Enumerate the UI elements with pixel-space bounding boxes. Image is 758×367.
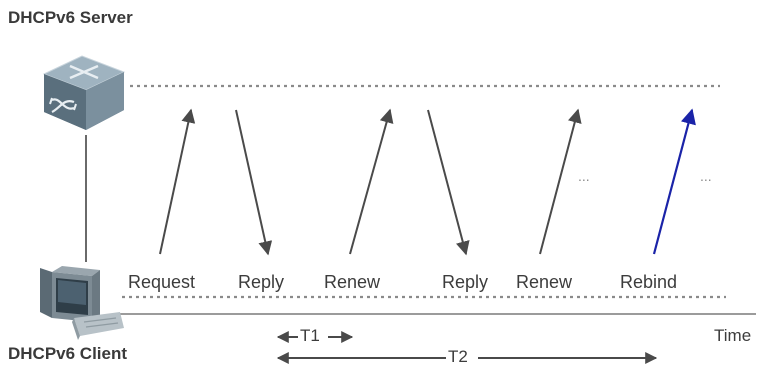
ellipsis-1: ... [578,168,590,184]
renew-arrow-2 [539,108,582,255]
time-label: Time [714,326,752,345]
ellipsis-2: ... [700,168,712,184]
message-label-rebind: Rebind [620,272,678,292]
message-label-reply-2: Reply [442,272,489,292]
interval-label-t2: T2 [448,347,468,366]
message-label-renew-1: Renew [324,272,381,292]
rebind-arrow [652,108,696,255]
renew-arrow-1 [349,108,394,255]
reply-arrow-1 [235,109,273,256]
server-title: DHCPv6 Server [8,8,133,27]
request-arrow [159,108,196,255]
interval-label-t1: T1 [300,326,320,345]
desktop-computer-icon [40,266,124,340]
client-title: DHCPv6 Client [8,344,128,363]
message-label-reply-1: Reply [238,272,285,292]
reply-arrow-2 [427,109,470,256]
message-label-renew-2: Renew [516,272,573,292]
switch-icon [42,55,126,130]
message-label-request: Request [128,272,196,292]
